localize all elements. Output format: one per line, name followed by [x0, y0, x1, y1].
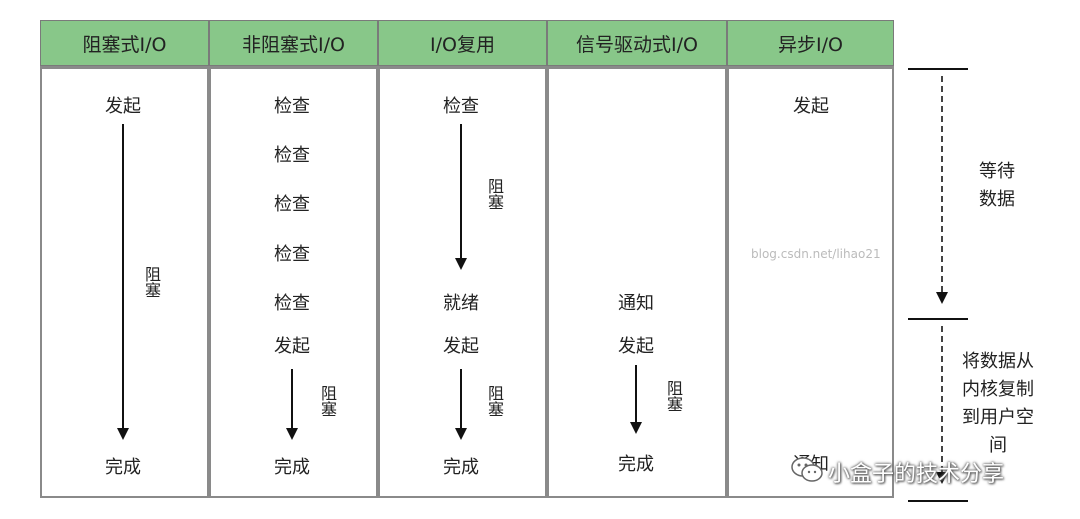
nonblocking-check-label: 检查 — [274, 96, 310, 117]
column-nonblocking-io — [209, 66, 378, 498]
copy-phase-label: 将数据从 内核复制 到用户空 间 — [948, 348, 1048, 460]
copy-phase-arrow-head — [936, 472, 948, 484]
multiplex-block1-label: 阻塞 — [485, 178, 504, 210]
column-signal-driven-io — [547, 66, 727, 498]
wait-phase-line: 等待 — [979, 161, 1015, 182]
nonblocking-done-label: 完成 — [274, 457, 310, 478]
blocking-start-label: 发起 — [105, 96, 141, 117]
wait-phase-label: 等待 数据 — [962, 158, 1032, 214]
copy-phase-line: 到用户空 — [962, 407, 1034, 428]
nonblocking-check-label: 检查 — [274, 244, 310, 265]
brand-text: 小盒子的技术分享 — [828, 462, 1005, 487]
header-blocking-io: 阻塞式I/O — [40, 20, 209, 66]
blocking-arrow-head — [117, 428, 129, 440]
async-start-label: 发起 — [793, 96, 829, 117]
blocking-done-label: 完成 — [105, 457, 141, 478]
signal-block-label: 阻塞 — [664, 380, 683, 412]
column-blocking-io — [40, 66, 209, 498]
watermark-text: blog.csdn.net/lihao21 — [751, 247, 881, 261]
copy-phase-line: 间 — [989, 435, 1007, 456]
multiplex-arrow2-line — [460, 369, 462, 430]
multiplex-arrow2-head — [455, 428, 467, 440]
multiplex-block2-label: 阻塞 — [485, 385, 504, 417]
phase-middle-bar — [908, 318, 968, 320]
blocking-arrow-line — [122, 124, 124, 430]
copy-phase-dashed-line — [941, 326, 943, 472]
nonblocking-check-label: 检查 — [274, 145, 310, 166]
signal-arrow-head — [630, 422, 642, 434]
copy-phase-line: 将数据从 — [962, 351, 1034, 372]
nonblocking-check-label: 检查 — [274, 293, 310, 314]
nonblocking-start-label: 发起 — [274, 336, 310, 357]
wait-phase-dashed-line — [941, 76, 943, 292]
phase-top-bar — [908, 68, 968, 70]
signal-done-label: 完成 — [618, 454, 654, 475]
multiplex-arrow1-line — [460, 124, 462, 260]
signal-start-label: 发起 — [618, 336, 654, 357]
multiplex-arrow1-head — [455, 258, 467, 270]
copy-phase-line: 内核复制 — [962, 379, 1034, 400]
header-signal-driven-io: 信号驱动式I/O — [547, 20, 727, 66]
nonblocking-check-label: 检查 — [274, 194, 310, 215]
signal-notify-label: 通知 — [618, 293, 654, 314]
header-async-io: 异步I/O — [727, 20, 894, 66]
multiplex-check-label: 检查 — [443, 96, 479, 117]
wait-phase-line: 数据 — [979, 189, 1015, 210]
header-io-multiplexing: I/O复用 — [378, 20, 547, 66]
wait-phase-arrow-head — [936, 292, 948, 304]
blocking-block-label: 阻塞 — [142, 266, 161, 298]
phase-bottom-bar — [908, 500, 968, 502]
nonblocking-arrow-line — [291, 369, 293, 430]
multiplex-ready-label: 就绪 — [443, 293, 479, 314]
column-io-multiplexing — [378, 66, 547, 498]
nonblocking-arrow-head — [286, 428, 298, 440]
column-async-io — [727, 66, 894, 498]
signal-arrow-line — [635, 365, 637, 424]
nonblocking-block-label: 阻塞 — [318, 385, 337, 417]
multiplex-start-label: 发起 — [443, 336, 479, 357]
wechat-icon — [790, 455, 824, 485]
multiplex-done-label: 完成 — [443, 457, 479, 478]
header-nonblocking-io: 非阻塞式I/O — [209, 20, 378, 66]
